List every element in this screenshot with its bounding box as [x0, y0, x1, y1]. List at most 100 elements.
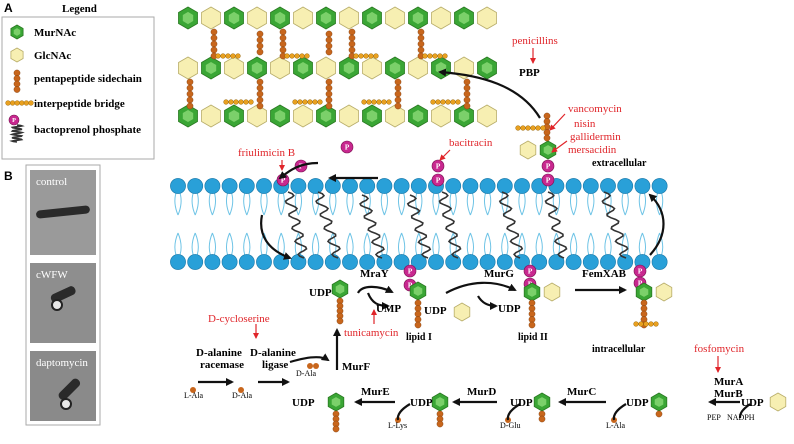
- interpeptide-bead: [28, 100, 34, 106]
- interpeptide-bead: [294, 53, 300, 59]
- murnac-hexagon-inner: [412, 110, 424, 122]
- lipid-head: [496, 178, 513, 194]
- lala-bead: [190, 387, 196, 393]
- interpeptide-bead: [437, 53, 443, 59]
- lipid-tail: [174, 232, 182, 256]
- pentapeptide-bead: [348, 40, 356, 48]
- interpeptide-bead: [450, 99, 456, 105]
- murnac-hexagon-inner: [205, 62, 217, 74]
- lipid-head: [393, 254, 410, 270]
- interpeptide-bead: [223, 99, 229, 105]
- glcnac-hexagon: [362, 56, 382, 80]
- pentapeptide-bead: [13, 69, 21, 77]
- interpeptide-bead: [435, 99, 441, 105]
- interpeptide-bead: [525, 125, 531, 131]
- label-llys: L-Lys: [388, 421, 407, 430]
- phosphate-label: P: [12, 117, 16, 124]
- pentapeptide-bead: [325, 42, 333, 50]
- glcnac-hexagon: [293, 6, 313, 30]
- murnac-hexagon-inner: [228, 110, 240, 122]
- pentapeptide-bead: [543, 118, 551, 125]
- glcnac-hexagon: [385, 6, 405, 30]
- glcnac-hexagon: [477, 104, 497, 128]
- enzyme-femxab: FemXAB: [582, 268, 627, 280]
- murnac-hexagon-inner: [537, 397, 547, 407]
- interpeptide-bead: [381, 99, 387, 105]
- lipid-head: [634, 178, 651, 194]
- interpeptide-bead: [455, 99, 461, 105]
- lipid-head: [359, 178, 376, 194]
- pentapeptide-bead: [394, 96, 402, 104]
- lipid-tail: [363, 192, 371, 216]
- antibiotic-vancomycin: vancomycin: [568, 103, 622, 115]
- interpeptide-bead: [14, 100, 20, 106]
- lipid-tail: [260, 192, 268, 216]
- inhibit-bacitracin: [439, 149, 451, 161]
- pentapeptide-bead: [414, 305, 422, 312]
- lipid-head: [204, 178, 221, 194]
- glcnac-hexagon: [178, 56, 198, 80]
- lipid-head: [428, 254, 444, 270]
- pentapeptide-bead: [325, 84, 333, 92]
- pentapeptide-bead: [256, 42, 264, 50]
- enzyme-mure: MurE: [361, 386, 390, 398]
- phosphate-label: P: [436, 176, 441, 185]
- dala-bead: [238, 387, 244, 393]
- interpeptide-bead: [653, 321, 659, 327]
- legend-item-murnac: MurNAc: [34, 27, 76, 39]
- interpeptide-bead: [233, 99, 239, 105]
- pentapeptide-bead: [256, 30, 264, 38]
- micrograph-daptomycin: [30, 351, 96, 421]
- lipid-head: [651, 254, 668, 270]
- murnac-hexagon-inner: [527, 287, 537, 297]
- interpeptide-bead: [10, 100, 16, 106]
- label-lala-murc: L-Ala: [606, 421, 626, 430]
- murnac-hexagon-inner: [366, 11, 378, 25]
- pentapeptide-bead: [256, 48, 264, 56]
- label-lala-racemase: L-Ala: [184, 391, 204, 400]
- lipid-tail: [466, 192, 475, 216]
- arrow-pep-in: [738, 403, 751, 419]
- murnac-hexagon-inner: [297, 62, 309, 74]
- pentapeptide-bead: [256, 36, 264, 44]
- pentapeptide-bead: [332, 425, 340, 433]
- lipid-head: [565, 254, 582, 270]
- lipid-tail: [518, 192, 526, 216]
- enzyme-racemase-line2: racemase: [200, 359, 244, 371]
- interpeptide-bead: [358, 53, 364, 59]
- lipid-head: [290, 254, 307, 270]
- murnac-hexagon-inner: [320, 11, 332, 25]
- pentapeptide-bead: [186, 102, 194, 110]
- enzyme-murf: MurF: [342, 361, 370, 373]
- lipid-head: [221, 178, 238, 194]
- udp-mura-product: UDP: [626, 397, 649, 409]
- inhibitor-arrows: [253, 48, 721, 373]
- phosphate-label: P: [345, 143, 350, 152]
- micrograph-label-cwfw: cWFW: [36, 269, 68, 281]
- peptidoglycan-mesh: [178, 6, 497, 128]
- phosphate-circle: [403, 264, 417, 278]
- pentapeptide-bead: [417, 28, 425, 36]
- dala-dala-bead-1: [307, 363, 313, 369]
- label-pep: PEP: [707, 413, 721, 422]
- interpeptide-bead: [422, 53, 428, 59]
- interpeptide-bead: [430, 99, 436, 105]
- murnac-hexagon-inner: [274, 11, 286, 25]
- pentapeptide-bead: [279, 40, 287, 48]
- interpeptide-bead: [220, 53, 226, 59]
- lipid-tail: [569, 232, 578, 256]
- interpeptide-bead: [307, 99, 313, 105]
- interpeptide-bead: [363, 53, 369, 59]
- label-dala-dala: D-Ala: [296, 369, 316, 378]
- interpeptide-bead: [361, 99, 367, 105]
- lipid-head: [548, 254, 565, 270]
- cell-daptomycin: [58, 378, 81, 401]
- pentapeptide-bead: [463, 102, 471, 110]
- interpeptide-bead: [230, 53, 236, 59]
- murnac-hexagon-inner: [182, 110, 194, 122]
- murnac-hexagon-inner: [481, 62, 493, 74]
- label-lipid-1: lipid I: [406, 332, 432, 343]
- interpeptide-bead: [248, 99, 254, 105]
- murnac-hexagon-inner: [13, 28, 21, 36]
- glcnac-hexagon: [477, 6, 497, 30]
